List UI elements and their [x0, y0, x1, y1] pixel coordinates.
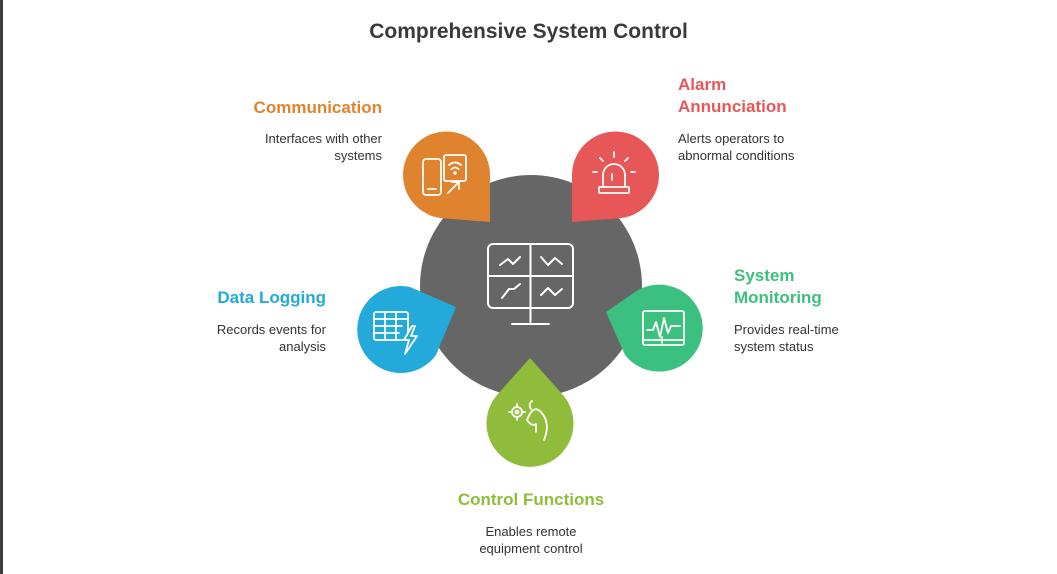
logging-node [357, 286, 456, 374]
window-edge [0, 0, 3, 574]
diagram-title: Comprehensive System Control [369, 20, 688, 43]
control-heading: Control Functions [457, 490, 605, 509]
monitoring-heading: System Monitoring [734, 266, 822, 307]
monitoring-description: Provides real-time system status [734, 322, 839, 354]
table-lightning-icon [373, 311, 418, 355]
heartbeat-monitor-icon [642, 310, 685, 346]
alarm-description: Alerts operators to abnormal conditions [678, 131, 795, 163]
communication-description: Interfaces with other systems [264, 131, 382, 163]
communication-node [403, 131, 490, 222]
logging-heading: Data Logging [217, 288, 326, 307]
alarm-node [572, 131, 659, 222]
alarm-heading: Alarm Annunciation [678, 75, 787, 116]
control-description: Enables remote equipment control [479, 524, 583, 556]
monitor-dashboard-icon [487, 243, 574, 325]
phone-wifi-icon [422, 154, 467, 196]
alarm-light-icon [592, 151, 636, 194]
logging-description: Records events for analysis [216, 322, 326, 354]
communication-heading: Communication [253, 98, 382, 117]
hand-gear-icon [508, 400, 548, 441]
